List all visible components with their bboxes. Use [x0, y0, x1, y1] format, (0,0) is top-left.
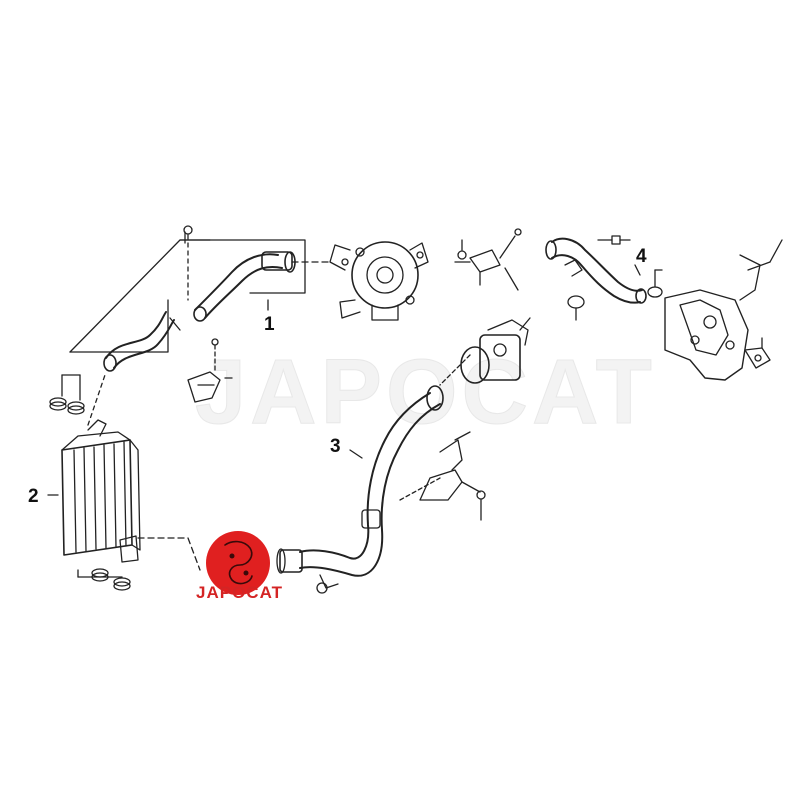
throttle-body-part: [439, 317, 531, 386]
egr-bracket-part: [454, 228, 522, 291]
turbocharger-part: [329, 241, 429, 321]
group1-bracket: [69, 231, 306, 353]
grommet-lower-part: [77, 568, 131, 591]
turbo-inlet-hose-part: [183, 225, 331, 322]
hose-bracket-part: [419, 431, 486, 521]
callout-1: 1: [264, 314, 275, 335]
callout-2: 2: [28, 486, 39, 507]
watermark-text: JAPOCAT: [195, 341, 656, 444]
gasket-part: [567, 269, 663, 321]
grommet-upper-part: [49, 374, 85, 415]
charge-air-hose-part: [276, 385, 444, 594]
callout-4: 4: [636, 246, 647, 267]
intercooler-part: [61, 371, 201, 571]
logo-text: JAPOCAT: [196, 583, 283, 602]
egr-valve-part: [664, 239, 783, 381]
bracket-part: [187, 338, 233, 403]
egr-pipe-part: [545, 235, 647, 304]
upper-hose-part: [103, 311, 181, 372]
callout-3: 3: [330, 436, 341, 457]
japocat-logo: [206, 531, 270, 595]
